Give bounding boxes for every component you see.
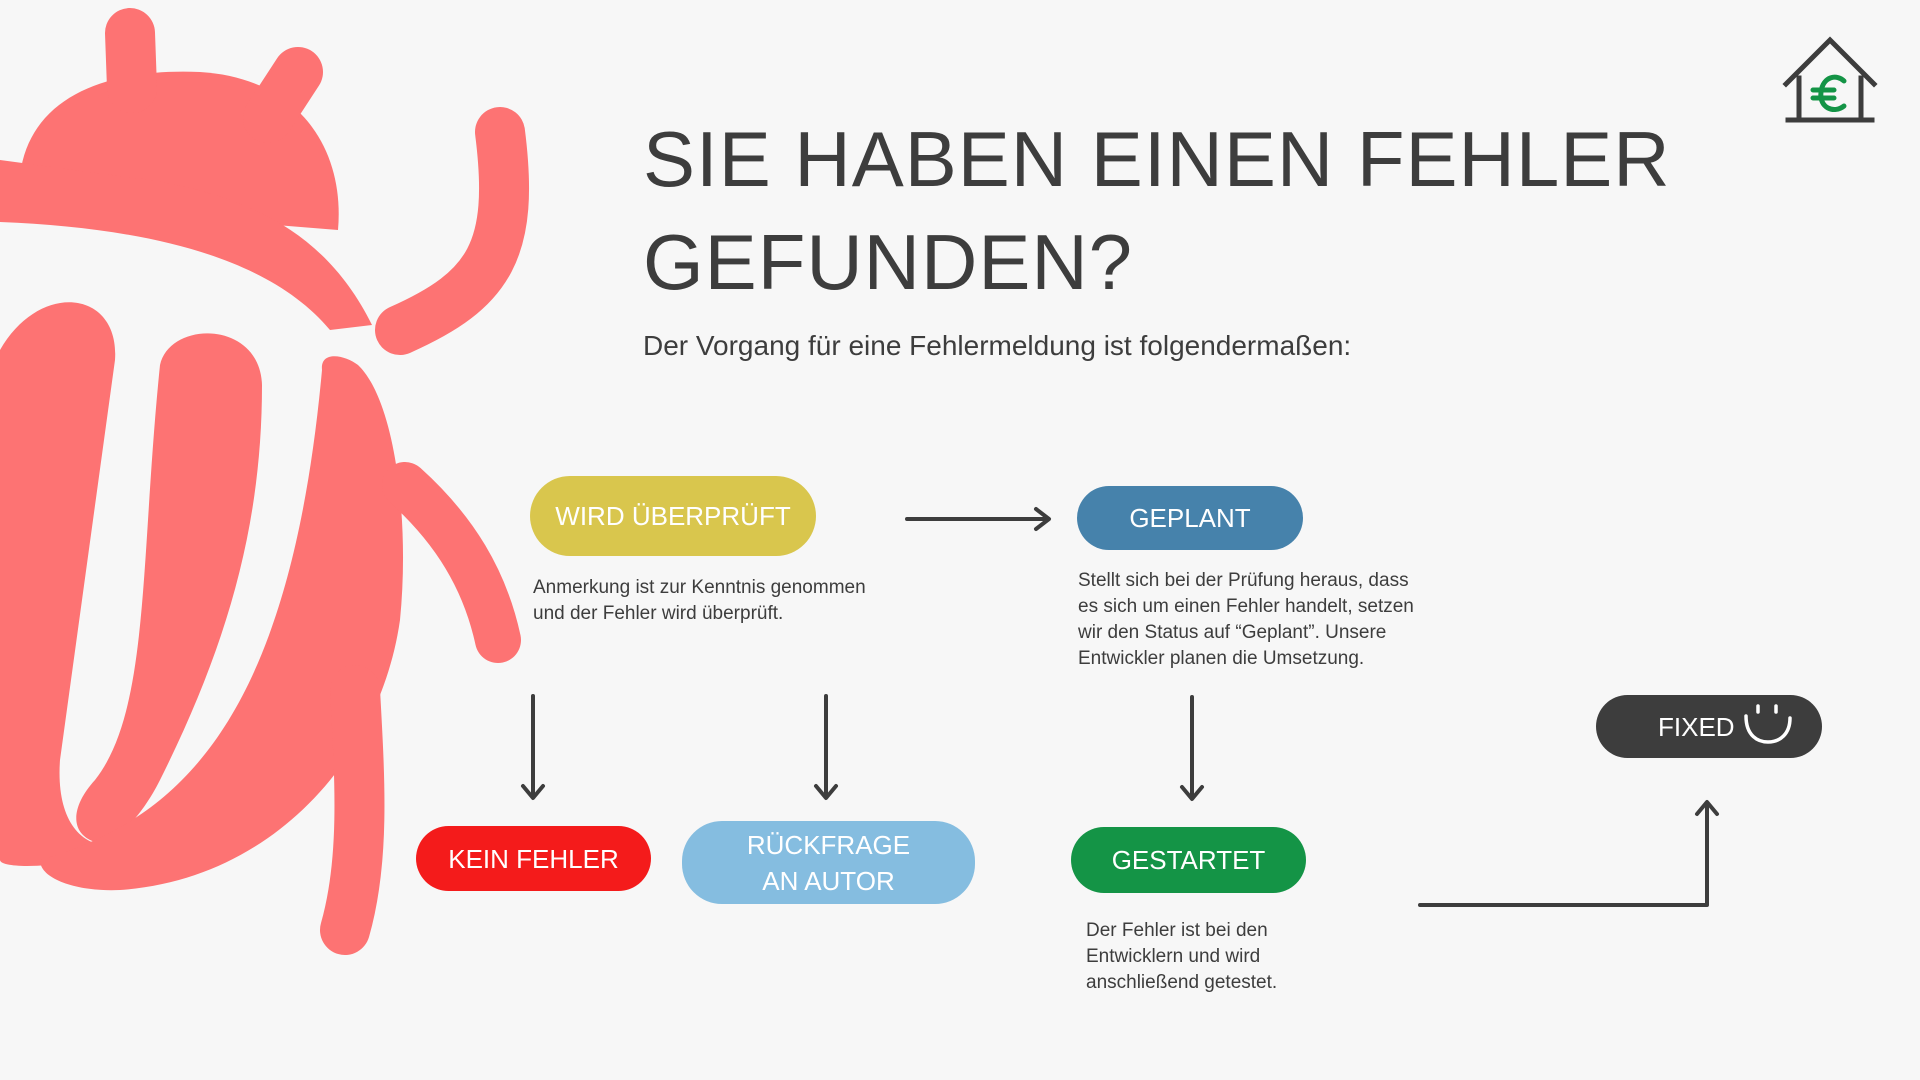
status-label-line: RÜCKFRAGE [746,829,911,860]
status-label-rueckfrage: RÜCKFRAGE AN AUTOR [747,827,910,899]
arrow-to-rueckfrage [814,694,838,800]
page-title: SIE HABEN EINEN FEHLER GEFUNDEN? [643,108,1671,314]
note-line: und der Fehler wird überprüft. [533,603,784,624]
page-subtitle: Der Vorgang für eine Fehlermeldung ist f… [643,330,1352,361]
note-line: wir den Status auf “Geplant”. Unsere [1078,622,1387,643]
page-title-line-2: GEFUNDEN? [643,218,1134,306]
note-line: es sich um einen Fehler handelt, setzen [1078,596,1414,617]
status-label-geplant: GEPLANT [1129,503,1251,533]
status-label-gestartet: GESTARTET [1111,845,1266,875]
arrow-to-fixed [1418,800,1719,907]
status-badge-geplant: GEPLANT [1077,486,1303,550]
status-badge-rueckfrage: RÜCKFRAGE AN AUTOR [682,821,975,904]
status-label-line: AN AUTOR [762,865,895,896]
status-badge-gestartet: GESTARTET [1071,827,1306,893]
page-title-line-1: SIE HABEN EINEN FEHLER [643,115,1671,203]
status-label-wird-ueberprueft: WIRD ÜBERPRÜFT [555,501,791,531]
status-badge-fixed: FIXED [1596,695,1822,758]
note-line: Anmerkung ist zur Kenntnis genommen [533,577,866,598]
status-badge-wird-ueberprueft: WIRD ÜBERPRÜFT [530,476,816,556]
note-wird-ueberprueft: Anmerkung ist zur Kenntnis genommen und … [533,575,866,627]
note-line: Stellt sich bei der Prüfung heraus, dass [1078,570,1409,591]
status-label-kein-fehler: KEIN FEHLER [448,843,619,874]
bug-icon [0,8,530,955]
note-geplant: Stellt sich bei der Prüfung heraus, dass… [1078,568,1414,672]
arrow-to-geplant [905,507,1051,531]
status-badge-kein-fehler: KEIN FEHLER [416,826,651,891]
note-line: anschließend getestet. [1086,972,1278,993]
note-gestartet: Der Fehler ist bei den Entwicklern und w… [1086,918,1277,996]
note-line: Entwickler planen die Umsetzung. [1078,648,1365,669]
note-line: Entwicklern und wird [1086,946,1261,967]
note-line: Der Fehler ist bei den [1086,920,1268,941]
smiley-icon [1744,704,1792,744]
house-euro-icon [1782,36,1878,123]
arrow-to-gestartet [1180,695,1204,801]
status-label-fixed: FIXED [1658,711,1735,742]
